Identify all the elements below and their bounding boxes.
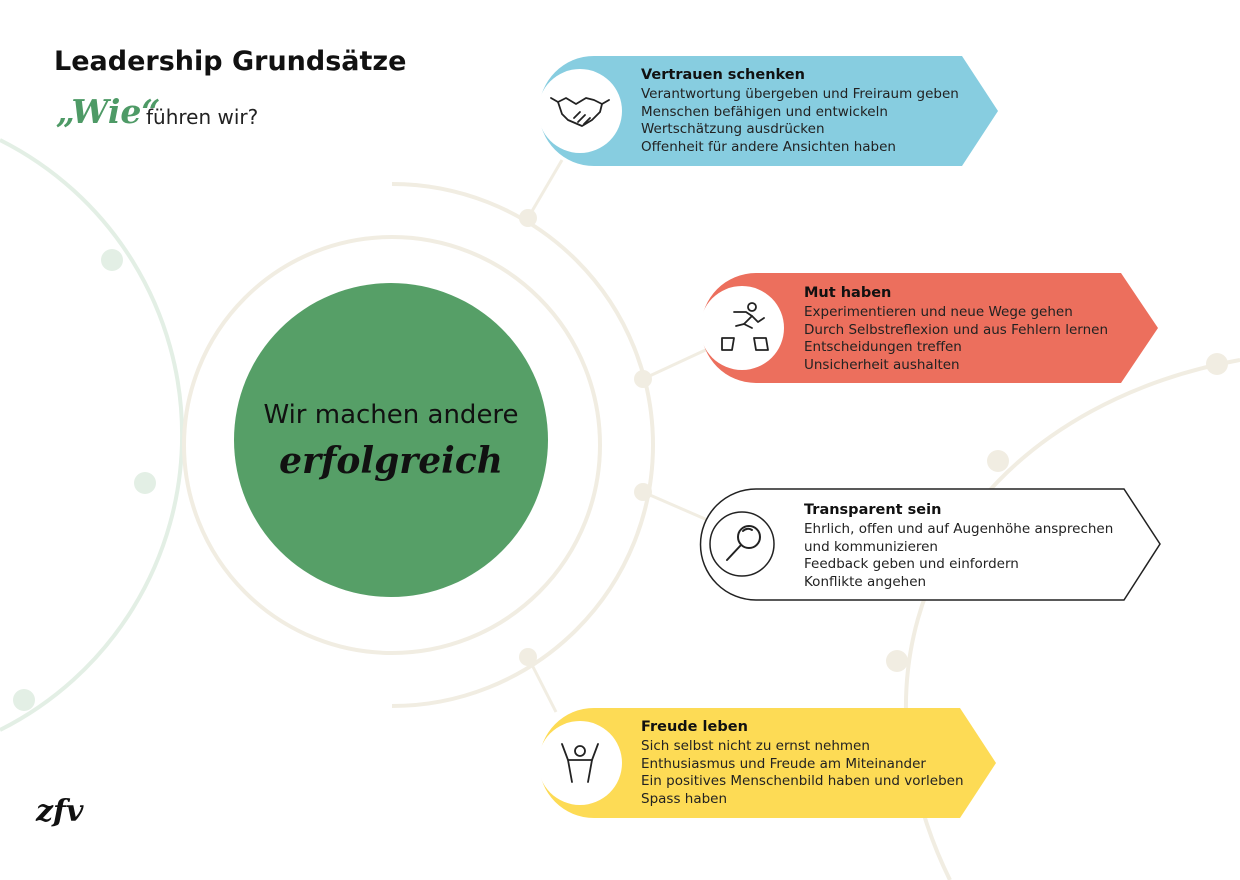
right-arc-node — [886, 650, 908, 672]
green-arc-node — [101, 249, 123, 271]
card-icon-disc — [709, 511, 775, 577]
connector — [526, 159, 564, 219]
zfv-logo: zfv — [36, 794, 83, 829]
card-title: Freude leben — [641, 719, 748, 735]
card-title: Mut haben — [804, 285, 892, 301]
center-text-line1: Wir machen andere — [263, 400, 519, 430]
card-line: Wertschätzung ausdrücken — [641, 121, 825, 138]
card-vertrauen-shape — [539, 56, 998, 166]
card-line: Ein positives Menschenbild haben und vor… — [641, 773, 964, 790]
card-line: Spass haben — [641, 791, 728, 808]
card-freude-text: Freude leben Sich selbst nicht zu ernst … — [641, 718, 964, 809]
card-line: Konflikte angehen — [804, 574, 927, 591]
connector-node — [519, 648, 537, 666]
green-arc — [0, 138, 185, 732]
card-transparent-shape — [699, 488, 1161, 601]
card-title: Transparent sein — [804, 502, 942, 518]
wie-script-word: „Wie“ — [56, 92, 161, 131]
connector-node — [634, 483, 652, 501]
logo-text: zfv — [36, 794, 84, 829]
connector — [526, 656, 558, 713]
right-arc-node — [1206, 353, 1228, 375]
connector-node — [519, 209, 537, 227]
connector-node — [634, 370, 652, 388]
right-arc — [904, 358, 1240, 880]
card-line: Verantwortung übergeben und Freiraum geb… — [641, 86, 959, 102]
card-icon-disc — [538, 721, 622, 805]
center-circle — [234, 283, 548, 597]
page-title: Leadership Grundsätze — [54, 46, 407, 77]
card-line: Unsicherheit aushalten — [804, 357, 960, 374]
card-line: Menschen befähigen und entwickeln — [641, 103, 888, 120]
green-arc-node — [13, 689, 35, 711]
page-subtitle: führen wir? — [146, 105, 259, 129]
magnifier-icon — [726, 525, 761, 561]
card-line: Experimentieren und neue Wege gehen — [804, 304, 1073, 320]
card-icon-disc — [538, 69, 622, 153]
card-line: Offenheit für andere Ansichten haben — [641, 139, 896, 156]
card-title: Vertrauen schenken — [641, 67, 805, 83]
card-icon-disc — [700, 286, 784, 370]
center-text-line2: erfolgreich — [279, 440, 503, 482]
card-line: Enthusiasmus und Freude am Miteinander — [641, 755, 926, 772]
right-arc-node — [987, 450, 1009, 472]
card-line: und kommunizieren — [804, 538, 938, 555]
cheering-person-icon — [561, 743, 599, 783]
card-line: Feedback geben und einfordern — [804, 556, 1019, 573]
connector — [642, 345, 713, 381]
card-mut-text: Mut haben Experimentieren und neue Wege … — [804, 284, 1108, 375]
card-line: Durch Selbstreflexion und aus Fehlern le… — [804, 321, 1108, 338]
connector — [642, 490, 713, 524]
green-arc-node — [134, 472, 156, 494]
inner-ring — [182, 235, 602, 655]
card-line: Ehrlich, offen und auf Augenhöhe ansprec… — [804, 521, 1114, 537]
outer-arc — [391, 182, 655, 708]
leap-icon — [721, 302, 769, 351]
handshake-icon — [550, 97, 610, 127]
card-vertrauen-text: Vertrauen schenken Verantwortung übergeb… — [641, 66, 959, 157]
card-transparent-text: Transparent sein Ehrlich, offen und auf … — [804, 501, 1113, 592]
card-line: Entscheidungen treffen — [804, 339, 962, 356]
card-freude-shape — [539, 708, 996, 818]
card-mut-shape — [701, 273, 1158, 383]
card-line: Sich selbst nicht zu ernst nehmen — [641, 738, 870, 754]
